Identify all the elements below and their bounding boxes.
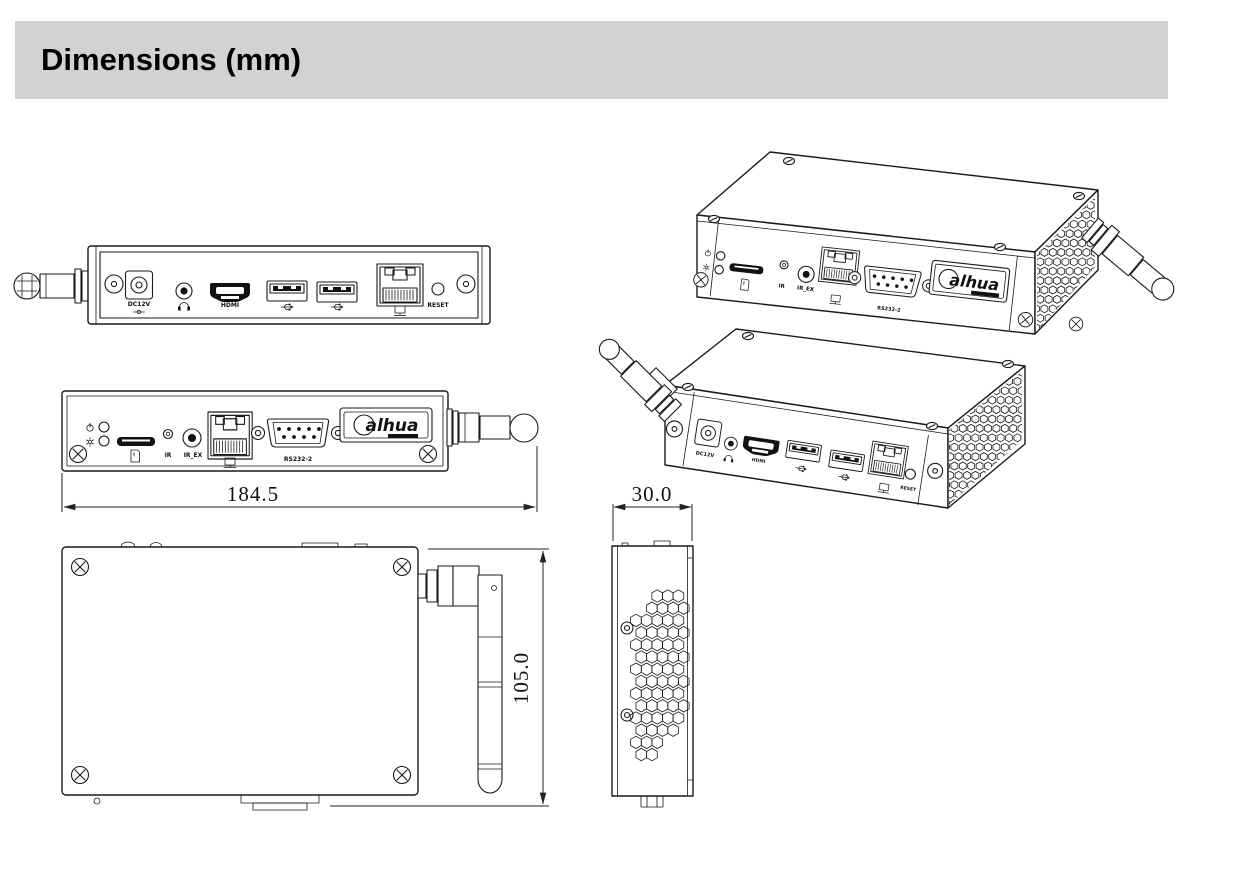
width-value: 184.5	[227, 482, 279, 506]
mount-hole-right	[927, 462, 944, 479]
side-screw-hole	[620, 708, 634, 722]
ir-extension-jack: IR_EX	[797, 265, 815, 293]
ir-extension-jack: IR_EX	[182, 428, 203, 459]
brand-logo: alhua	[339, 407, 433, 443]
corner-screw	[70, 765, 90, 785]
ir-receiver: IR	[778, 260, 789, 290]
dc-power-label: DC12V	[128, 301, 151, 308]
serial-label: RS232-2	[877, 305, 901, 314]
antenna-top-view	[417, 565, 503, 794]
antenna-folded-right	[446, 408, 539, 447]
reset-label: RESET	[900, 485, 918, 493]
depth-dimension: 30.0	[612, 482, 693, 541]
right-face	[1034, 189, 1099, 335]
antenna-folded	[598, 338, 683, 423]
section-header: Dimensions (mm)	[15, 21, 1168, 99]
height-dimension: 105.0	[330, 548, 549, 807]
mount-hole-right	[456, 274, 476, 294]
isometric-view-top: IR IR_EX RS232-2 alhua	[692, 151, 1175, 335]
section-title: Dimensions (mm)	[41, 42, 302, 77]
side-view: 30.0	[611, 482, 694, 808]
top-screw	[707, 214, 721, 224]
reset-button: RESET	[900, 468, 918, 493]
front-face-ports: IR IR_EX RS232-2 alhua	[692, 219, 1034, 331]
corner-screw	[418, 444, 438, 464]
corner-screw	[392, 765, 412, 785]
bottom-plate	[61, 546, 419, 796]
reset-button: RESET	[427, 282, 450, 309]
hdmi-label: HDMI	[751, 457, 766, 465]
antenna-tip	[509, 413, 539, 443]
serial-port-db9: RS232-2	[846, 263, 937, 314]
bottom-view: 105.0	[61, 541, 549, 811]
db9-protrusion	[240, 794, 320, 804]
top-screw	[1072, 191, 1086, 201]
sd-card-slot	[729, 263, 764, 291]
status-leds	[86, 421, 110, 447]
dc-power-jack: DC12V	[124, 270, 154, 315]
dc-power-label: DC12V	[695, 450, 714, 459]
rear-panel-view: DC12V HDMI RESET	[13, 245, 491, 325]
top-screw	[993, 242, 1007, 252]
top-screw	[782, 156, 796, 166]
hdmi-port: HDMI	[210, 283, 250, 309]
reset-label: RESET	[427, 302, 449, 309]
sd-card-slot	[117, 437, 155, 463]
top-screw	[741, 331, 755, 341]
serial-port-db9: RS232-2	[250, 418, 346, 463]
ir-ext-label: IR_EX	[797, 285, 815, 293]
top-screw	[1001, 359, 1015, 369]
depth-value: 30.0	[632, 482, 673, 506]
dc-power-jack: DC12V	[693, 418, 723, 459]
height-value: 105.0	[509, 652, 533, 704]
top-screw	[681, 382, 695, 392]
front-panel-view: IR IR_EX RS232-2 alhua 184.5	[61, 390, 539, 512]
brand-logo: alhua	[928, 259, 1011, 303]
corner-screw	[392, 557, 412, 577]
corner-screw	[1068, 316, 1084, 332]
ir-receiver: IR	[162, 428, 174, 459]
hdmi-label: HDMI	[221, 302, 239, 309]
top-screw	[925, 421, 939, 431]
ir-label: IR	[778, 283, 786, 290]
antenna-folded-left	[13, 268, 89, 304]
antenna-tip	[1151, 277, 1175, 301]
db9-side-protrusion	[640, 795, 664, 808]
corner-screw	[70, 557, 90, 577]
antenna-folded	[1081, 217, 1175, 301]
ir-ext-label: IR_EX	[184, 452, 203, 459]
isometric-view-bottom: DC12V HDMI RESET	[598, 328, 1026, 509]
side-screw-hole	[620, 621, 634, 635]
mount-hole-left	[104, 274, 124, 294]
corner-screw	[68, 444, 88, 464]
front-face-ports: DC12V HDMI RESET	[665, 392, 944, 506]
ethernet-port-front	[207, 411, 253, 468]
width-dimension: 184.5	[61, 446, 538, 512]
logo-text: alhua	[366, 416, 419, 436]
serial-label: RS232-2	[284, 456, 312, 463]
ir-label: IR	[165, 452, 172, 459]
antenna-tip	[598, 338, 620, 360]
mount-hole-left	[665, 420, 684, 438]
side-panel	[611, 545, 694, 797]
hdmi-port: HDMI	[741, 435, 780, 465]
